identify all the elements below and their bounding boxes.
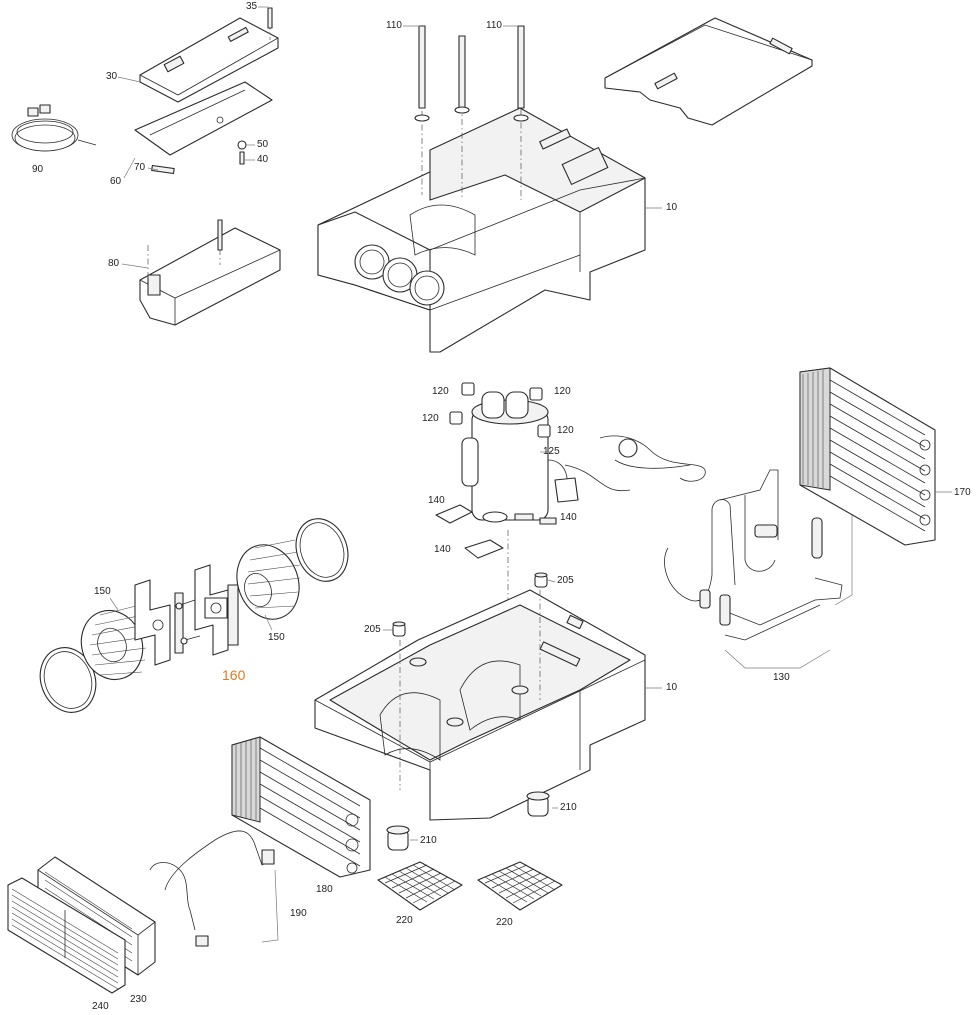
compressor-wiring[interactable]: [564, 435, 706, 492]
evaporator-coil-part-180[interactable]: [231, 736, 371, 878]
label-150-right: 150: [268, 632, 285, 643]
feet-part-210[interactable]: [386, 791, 550, 851]
grids-part-220[interactable]: [377, 861, 563, 911]
label-140-a: 140: [428, 495, 445, 506]
label-60: 60: [110, 176, 122, 187]
label-120-b: 120: [554, 386, 571, 397]
label-30: 30: [106, 71, 118, 82]
compressor-part-125[interactable]: [461, 391, 568, 740]
pipe-part-190[interactable]: [149, 830, 279, 947]
base-housing-part-10[interactable]: [314, 589, 646, 821]
label-120-c: 120: [422, 413, 439, 424]
label-70: 70: [134, 162, 146, 173]
label-150-left: 150: [94, 586, 111, 597]
cable-part-90[interactable]: [11, 104, 97, 152]
label-125: 125: [543, 446, 560, 457]
label-160: 160: [222, 667, 246, 683]
label-110-right: 110: [486, 20, 502, 31]
label-120-a: 120: [432, 386, 449, 397]
circuit-board-part-60[interactable]: [134, 81, 273, 175]
label-35: 35: [246, 1, 258, 12]
label-40: 40: [257, 154, 269, 165]
label-110-left: 110: [386, 20, 402, 31]
terminal-box-part-80[interactable]: [139, 219, 281, 326]
motor-bracket-left[interactable]: [134, 579, 184, 666]
grommets-part-120[interactable]: [449, 382, 551, 438]
label-220-right: 220: [496, 917, 513, 928]
control-box-part-30[interactable]: [139, 7, 279, 103]
label-10-bottom: 10: [666, 682, 678, 693]
top-housing-part-10[interactable]: [317, 107, 646, 353]
label-220-left: 220: [396, 915, 413, 926]
label-140-b: 140: [560, 512, 577, 523]
label-210-right: 210: [560, 802, 577, 813]
grille-part-240[interactable]: [7, 877, 126, 994]
cover-plate[interactable]: [604, 17, 813, 126]
screws-fan[interactable]: [175, 599, 201, 645]
screws-part-110[interactable]: [414, 25, 529, 200]
label-190: 190: [290, 908, 307, 919]
feet-part-205[interactable]: [392, 572, 548, 637]
refrigerant-piping-part-130[interactable]: [664, 469, 853, 669]
label-205-right: 205: [557, 575, 574, 586]
label-210-left: 210: [420, 835, 437, 846]
fan-wheel-right-part-150[interactable]: [227, 536, 309, 628]
label-10-top: 10: [666, 202, 678, 213]
mounting-brackets-part-140[interactable]: [435, 477, 579, 559]
label-90: 90: [32, 164, 44, 175]
label-205-left: 205: [364, 624, 381, 635]
fan-ring-right[interactable]: [288, 511, 357, 588]
leader-lines: [109, 6, 662, 841]
label-120-d: 120: [557, 425, 574, 436]
label-130: 130: [773, 672, 790, 683]
label-230: 230: [130, 994, 147, 1005]
label-80: 80: [108, 258, 120, 269]
condenser-coil-part-170[interactable]: [799, 367, 952, 546]
motor-part-160[interactable]: [194, 564, 239, 656]
label-50: 50: [257, 139, 269, 150]
label-240: 240: [92, 1001, 109, 1012]
label-170: 170: [954, 487, 971, 498]
label-180: 180: [316, 884, 333, 895]
label-140-c: 140: [434, 544, 451, 555]
